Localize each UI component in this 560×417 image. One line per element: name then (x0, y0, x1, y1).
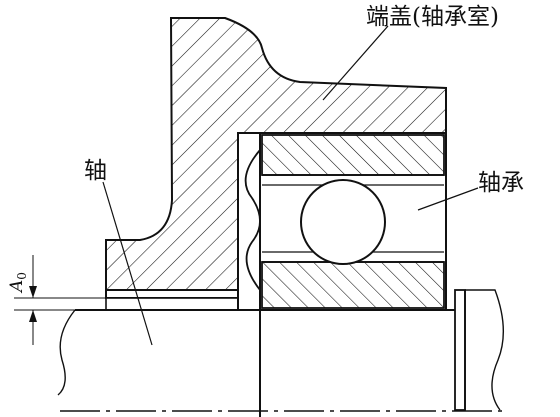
bearing-inner-race (261, 261, 445, 309)
shaft-label: 轴 (84, 158, 107, 184)
clearance-subscript: 0 (15, 272, 29, 280)
end-cover-leader (322, 25, 389, 101)
clearance-dimension: A0 (7, 255, 106, 345)
spacer-ring (237, 132, 261, 311)
shaft (57, 289, 505, 417)
bearing-label: 轴承 (478, 170, 524, 196)
shaft-leader (102, 181, 153, 346)
end-cover-label: 端盖(轴承室) (366, 4, 499, 30)
seal-gap (105, 297, 239, 311)
end-cover-hatch-fill (105, 17, 447, 291)
clearance-symbol: A (7, 280, 27, 294)
svg-text:A0: A0 (7, 272, 29, 294)
bearing-outer-race (261, 134, 445, 176)
bearing-ball (300, 179, 386, 265)
bearing (259, 132, 447, 311)
bearing-leader (417, 187, 479, 211)
